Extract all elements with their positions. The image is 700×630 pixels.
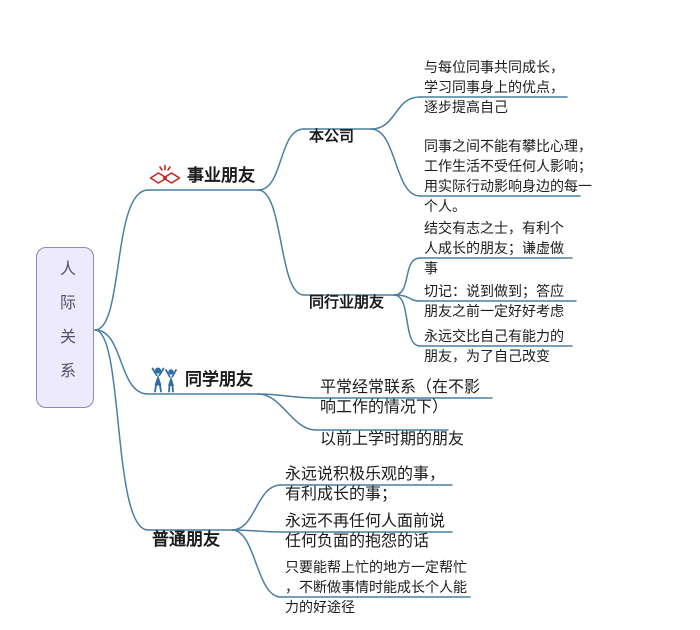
- leaf-text: 永远说积极乐观的事， 有利成长的事；: [285, 466, 446, 503]
- leaf-school-friends[interactable]: 以前上学时期的朋友: [320, 410, 464, 450]
- leaf-text: 同事之间不能有攀比心理， 工作生活不受任何人影响； 用实际行动影响身边的每一 个…: [424, 138, 592, 214]
- leaf-positive-talk[interactable]: 永远说积极乐观的事， 有利成长的事；: [285, 445, 445, 505]
- leaf-text: 永远交比自己有能力的 朋友，为了自己改变: [424, 328, 564, 364]
- topic-classmate-friends-label: 同学朋友: [185, 369, 253, 389]
- leaf-grow-with-colleagues[interactable]: 与每位同事共同成长， 学习同事身上的优点， 逐步提高自己: [424, 37, 564, 117]
- topic-ordinary-friends-label: 普通朋友: [152, 530, 220, 549]
- leaf-text: 只要能帮上忙的地方一定帮忙 ，不断做事情时能成长个人能 力的好途径: [285, 559, 467, 615]
- leaf-no-comparison[interactable]: 同事之间不能有攀比心理， 工作生活不受任何人影响； 用实际行动影响身边的每一 个…: [424, 116, 592, 216]
- people-icon: [151, 367, 177, 393]
- topic-company[interactable]: 本公司: [309, 107, 354, 147]
- leaf-capable-friends[interactable]: 永远交比自己有能力的 朋友，为了自己改变: [424, 306, 564, 366]
- topic-ordinary-friends[interactable]: 普通朋友: [152, 504, 220, 552]
- handshake-icon: [149, 164, 181, 184]
- leaf-keep-in-touch[interactable]: 平常经常联系（在不影 响工作的情况下）: [320, 358, 480, 418]
- root-topic-label: 人际关系: [57, 259, 74, 396]
- leaf-help-others[interactable]: 只要能帮上忙的地方一定帮忙 ，不断做事情时能成长个人能 力的好途径: [285, 537, 467, 617]
- leaf-text: 以前上学时期的朋友: [320, 431, 465, 448]
- topic-classmate-friends[interactable]: 同学朋友: [149, 366, 253, 393]
- leaf-text: 结交有志之士，有利个 人成长的朋友；谦虚做 事: [424, 220, 564, 276]
- leaf-text: 与每位同事共同成长， 学习同事身上的优点， 逐步提高自己: [424, 59, 564, 115]
- leaf-text: 平常经常联系（在不影 响工作的情况下）: [320, 379, 481, 416]
- topic-industry-friends-label: 同行业朋友: [309, 294, 385, 311]
- topic-career-friends-label: 事业朋友: [187, 165, 255, 185]
- topic-career-friends[interactable]: 事业朋友: [149, 162, 255, 189]
- leaf-text: 永远不再任何人面前说 任何负面的抱怨的话: [285, 513, 446, 550]
- leaf-text: 切记：说到做到；答应 朋友之前一定好好考虑: [424, 283, 564, 319]
- topic-company-label: 本公司: [309, 128, 355, 145]
- leaf-no-complaints[interactable]: 永远不再任何人面前说 任何负面的抱怨的话: [285, 492, 445, 552]
- root-topic[interactable]: 人际关系: [36, 247, 94, 408]
- leaf-ambitious-friends[interactable]: 结交有志之士，有利个 人成长的朋友；谦虚做 事: [424, 198, 564, 278]
- topic-industry-friends[interactable]: 同行业朋友: [309, 273, 384, 313]
- leaf-keep-promises[interactable]: 切记：说到做到；答应 朋友之前一定好好考虑: [424, 261, 564, 321]
